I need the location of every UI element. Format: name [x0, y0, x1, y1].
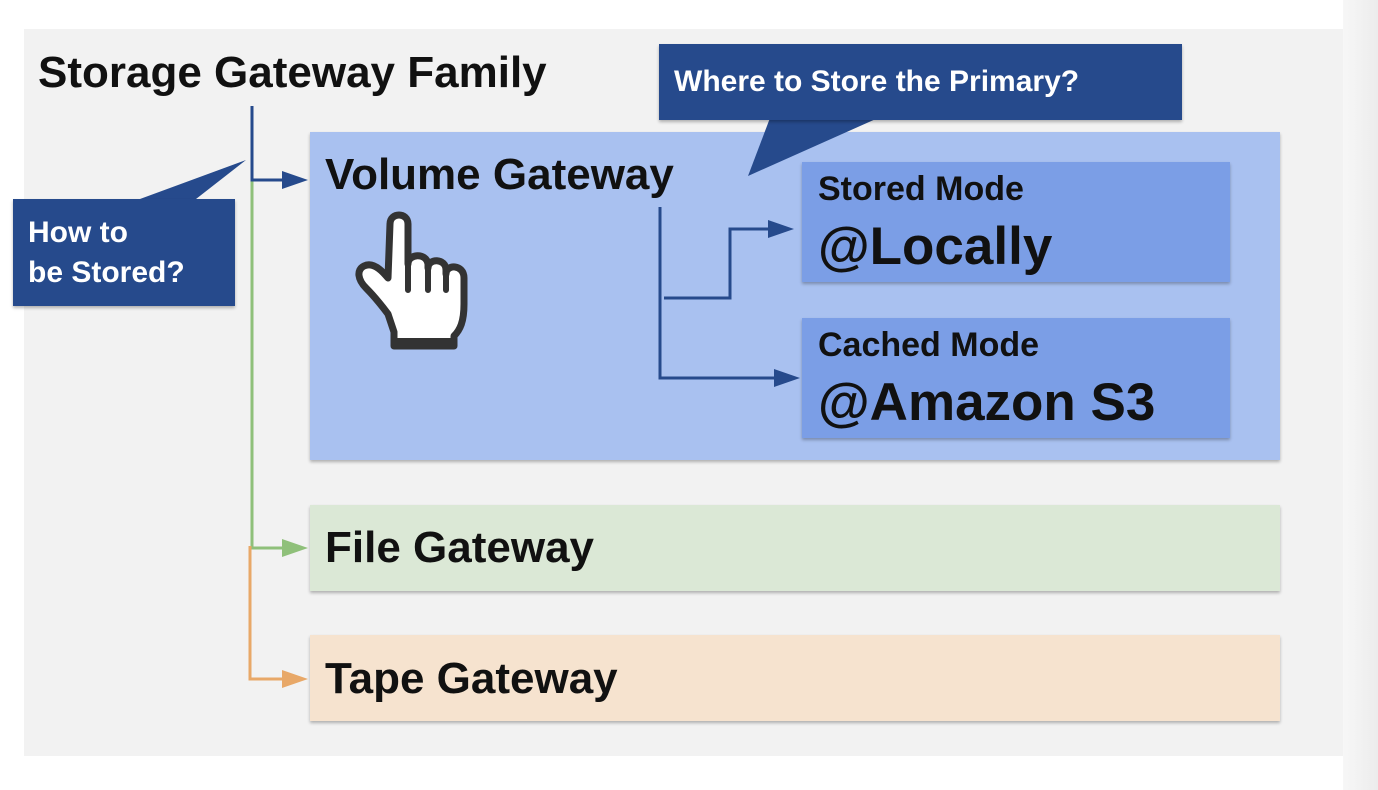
volume-connector-line [250, 106, 284, 182]
stored-mode-title: Stored Mode [818, 170, 1024, 208]
where-primary-callout: Where to Store the Primary? [659, 44, 1182, 120]
cached-connector-line [658, 207, 776, 380]
stored-mode-value: @Locally [818, 217, 1053, 276]
how-stored-callout-pointer [140, 160, 246, 199]
file-arrowhead [282, 539, 308, 557]
volume-arrowhead [282, 171, 308, 189]
how-stored-line-1: How to [28, 216, 128, 249]
tape-connector-line [248, 546, 284, 681]
how-stored-callout: How to be Stored? [13, 199, 235, 306]
hand-pointer-icon [355, 211, 468, 350]
tape-arrowhead [282, 670, 308, 688]
stored-arrowhead [768, 220, 794, 238]
file-connector-line [250, 180, 284, 550]
file-gateway-label: File Gateway [325, 523, 595, 572]
volume-gateway-label: Volume Gateway [325, 150, 674, 199]
stored-mode-box [802, 162, 1230, 282]
tape-gateway-box [310, 635, 1280, 721]
tape-gateway-label: Tape Gateway [325, 654, 618, 703]
where-primary-callout-pointer [748, 118, 878, 176]
how-stored-line-2: be Stored? [28, 256, 185, 289]
diagram-title: Storage Gateway Family [38, 48, 547, 97]
page-edge [1343, 0, 1378, 790]
stored-connector-line [664, 227, 770, 300]
cached-arrowhead [774, 369, 800, 387]
file-gateway-box [310, 505, 1280, 591]
cached-mode-title: Cached Mode [818, 326, 1040, 364]
where-primary-text: Where to Store the Primary? [674, 65, 1080, 98]
cached-mode-box [802, 318, 1230, 438]
cached-mode-value: @Amazon S3 [818, 373, 1156, 432]
